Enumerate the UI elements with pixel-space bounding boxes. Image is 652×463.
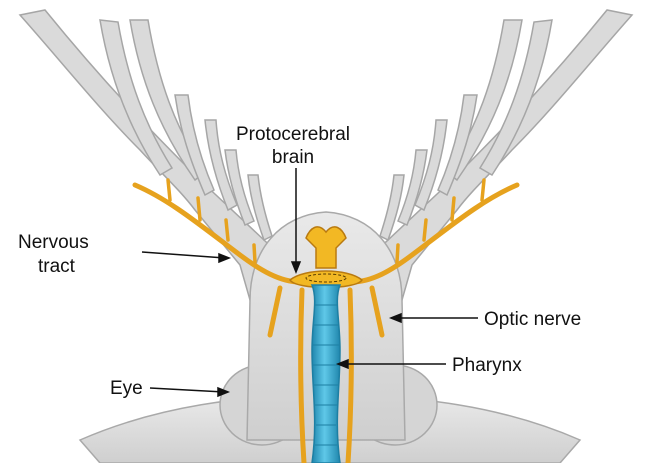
label-pharynx: Pharynx <box>452 355 522 376</box>
label-nervous-line1: Nervous <box>18 232 89 253</box>
label-nervous-line2: tract <box>38 256 76 277</box>
pharynx <box>312 285 340 463</box>
label-protocerebral-line1: Protocerebral <box>236 124 350 145</box>
right-frontal-appendage <box>352 10 632 300</box>
label-optic-nerve: Optic nerve <box>484 309 581 330</box>
label-protocerebral-line2: brain <box>272 147 314 168</box>
label-eye: Eye <box>110 378 143 399</box>
